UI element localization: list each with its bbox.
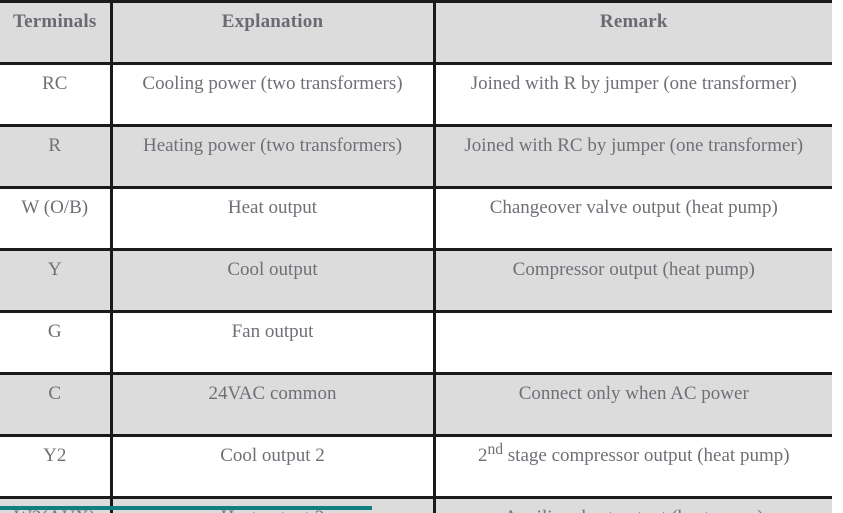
column-header-remark: Remark: [432, 1, 832, 65]
cell-explanation: Heat output: [109, 187, 436, 251]
cell-explanation: Cool output: [109, 249, 436, 313]
cell-terminal: W (O/B): [0, 187, 113, 251]
cell-remark: Auxiliary heat output (heat pump): [432, 497, 832, 513]
cell-terminal: G: [0, 311, 113, 375]
cell-remark: Changeover valve output (heat pump): [432, 187, 832, 251]
ordinal-number: 2nd: [477, 442, 503, 466]
cell-explanation: Heating power (two transformers): [109, 125, 436, 189]
table-row: R Heating power (two transformers) Joine…: [0, 125, 832, 189]
cell-terminal: R: [0, 125, 113, 189]
table-row: Y2 Cool output 2 2nd stage compressor ou…: [0, 435, 832, 499]
ordinal-suffix: nd: [487, 441, 504, 458]
cell-explanation: Cooling power (two transformers): [109, 63, 436, 127]
cell-terminal: Y: [0, 249, 113, 313]
cell-terminal: Y2: [0, 435, 113, 499]
cell-terminal: RC: [0, 63, 113, 127]
cell-remark: Joined with RC by jumper (one transforme…: [432, 125, 832, 189]
table-body: RC Cooling power (two transformers) Join…: [0, 63, 832, 513]
cell-explanation: Fan output: [109, 311, 436, 375]
cell-explanation: 24VAC common: [109, 373, 436, 437]
table-row: C 24VAC common Connect only when AC powe…: [0, 373, 832, 437]
remark-text: stage compressor output (heat pump): [503, 445, 790, 466]
cell-remark: [432, 311, 832, 375]
table-row: RC Cooling power (two transformers) Join…: [0, 63, 832, 127]
cell-remark: Compressor output (heat pump): [432, 249, 832, 313]
cell-remark: 2nd stage compressor output (heat pump): [432, 435, 832, 499]
accent-underline: [0, 506, 372, 510]
cell-remark: Connect only when AC power: [432, 373, 832, 437]
cell-explanation: Cool output 2: [109, 435, 436, 499]
cell-remark: Joined with R by jumper (one transformer…: [432, 63, 832, 127]
header-row: Terminals Explanation Remark: [0, 1, 832, 65]
table-row: Y Cool output Compressor output (heat pu…: [0, 249, 832, 313]
table-header: Terminals Explanation Remark: [0, 1, 832, 65]
cell-terminal: C: [0, 373, 113, 437]
table-row: W (O/B) Heat output Changeover valve out…: [0, 187, 832, 251]
table-row: G Fan output: [0, 311, 832, 375]
column-header-explanation: Explanation: [109, 1, 436, 65]
column-header-terminals: Terminals: [0, 1, 113, 65]
ordinal-digit: 2: [477, 445, 488, 466]
